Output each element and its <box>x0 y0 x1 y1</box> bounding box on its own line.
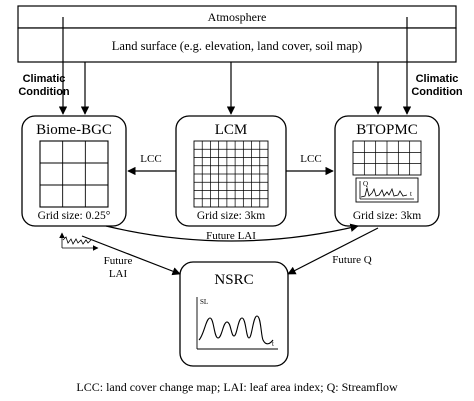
future-q-label: Future Q <box>332 254 371 266</box>
btopmc-q-curve <box>360 187 408 198</box>
nsrc-box <box>179 261 289 367</box>
climatic-right-line1: Climatic <box>416 73 459 85</box>
atmosphere-label: Atmosphere <box>208 10 267 24</box>
lcm-grid <box>193 140 269 208</box>
land-surface-box <box>17 27 457 63</box>
arrow-future-lai-curve <box>105 223 359 242</box>
climatic-right-line2: Condition <box>411 86 463 98</box>
future-lai-mid-label: Future LAI <box>206 230 256 242</box>
btopmc-grid <box>352 140 422 176</box>
climatic-left-line2: Condition <box>18 86 70 98</box>
future-lai-left-line1: Future <box>104 255 133 267</box>
btopmc-q-ylabel: Q <box>363 180 368 188</box>
nsrc-curve <box>198 315 274 345</box>
btopmc-title: BTOPMC <box>356 122 417 138</box>
lcm-title: LCM <box>215 122 248 138</box>
lcc-right-label: LCC <box>300 153 321 165</box>
future-lai-left-line2: LAI <box>109 268 128 280</box>
climatic-left-line1: Climatic <box>23 73 66 85</box>
land-surface-label: Land surface (e.g. elevation, land cover… <box>112 39 362 53</box>
nsrc-xlabel: t <box>272 340 274 348</box>
biome-bgc-grid-size: Grid size: 0.25° <box>38 210 111 222</box>
biome-bgc-box <box>21 115 127 227</box>
grid-frame <box>39 140 109 208</box>
arrow-future-q-to-nsrc <box>287 227 379 275</box>
arrow-future-lai-to-nsrc <box>81 235 181 276</box>
nsrc-title: NSRC <box>214 272 253 288</box>
btopmc-grid-size: Grid size: 3km <box>353 210 421 222</box>
lcc-left-label: LCC <box>140 153 161 165</box>
biome-bgc-grid <box>39 140 109 208</box>
lai-mini-curve <box>62 236 92 245</box>
biome-bgc-title: Biome-BGC <box>36 122 112 138</box>
nsrc-ylabel: SL <box>200 298 208 306</box>
btopmc-q-xlabel: t <box>410 190 412 198</box>
footer-legend: LCC: land cover change map; LAI: leaf ar… <box>76 380 398 394</box>
lcm-grid-size: Grid size: 3km <box>197 210 265 222</box>
